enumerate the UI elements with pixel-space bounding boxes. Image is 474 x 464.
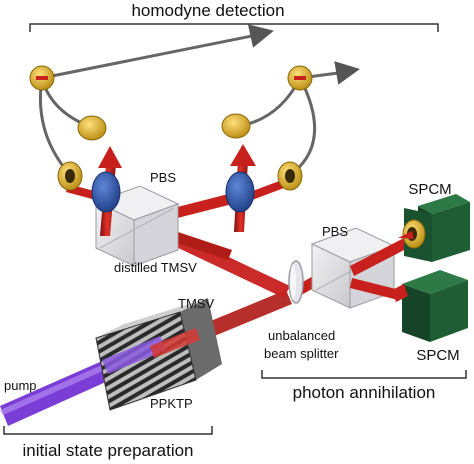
pump-in-crystal bbox=[102, 336, 166, 374]
spcm-bottom-box bbox=[402, 270, 468, 342]
beam-splitter-label: beam splitter bbox=[264, 346, 339, 361]
homodyne-detector-left-side bbox=[57, 161, 83, 191]
vertical-beam-left-head bbox=[98, 146, 122, 168]
tmsv-in-crystal bbox=[150, 328, 200, 358]
spcm-top-label: SPCM bbox=[408, 181, 451, 198]
homodyne-detection-label: homodyne detection bbox=[131, 1, 284, 20]
initial-state-bracket bbox=[3, 426, 213, 435]
pbs-left-label: PBS bbox=[150, 170, 176, 185]
spcm-bottom-label: SPCM bbox=[416, 347, 459, 364]
subtractor-left bbox=[29, 65, 55, 91]
distilled-tmsv-label: distilled TMSV bbox=[114, 260, 197, 275]
tmsv-label: TMSV bbox=[178, 296, 214, 311]
output-arrow-left bbox=[247, 24, 274, 48]
spcm-top-detector bbox=[398, 219, 426, 249]
homodyne-detector-left-top bbox=[77, 115, 107, 141]
pump-label: pump bbox=[4, 378, 37, 393]
ppktp-crystal bbox=[95, 298, 222, 411]
spcm-bottom-input bbox=[392, 284, 408, 302]
photon-annihilation-bracket bbox=[261, 370, 467, 379]
initial-state-preparation-label: initial state preparation bbox=[22, 441, 193, 460]
homodyne-cables bbox=[38, 32, 348, 174]
beam-to-lo-right bbox=[250, 180, 284, 200]
waveplate-left bbox=[91, 171, 121, 213]
vertical-beam-right-head bbox=[230, 144, 256, 166]
beam-to-spcm-top bbox=[350, 238, 408, 276]
ppktp-label: PPKTP bbox=[150, 396, 193, 411]
pbs-right-label: PBS bbox=[322, 224, 348, 239]
pump-beam-highlight bbox=[0, 358, 121, 415]
beam-splitter-rim bbox=[290, 264, 296, 300]
waveplate-right bbox=[225, 171, 255, 213]
beam-to-spcm-bottom bbox=[350, 278, 400, 300]
photon-annihilation-label: photon annihilation bbox=[293, 383, 436, 402]
unbalanced-label: unbalanced bbox=[268, 328, 335, 343]
homodyne-bracket bbox=[29, 23, 439, 32]
output-arrow-right bbox=[334, 61, 360, 85]
homodyne-detector-right-top bbox=[221, 113, 251, 139]
subtractor-right bbox=[287, 65, 313, 91]
homodyne-detector-right-side bbox=[277, 161, 303, 191]
